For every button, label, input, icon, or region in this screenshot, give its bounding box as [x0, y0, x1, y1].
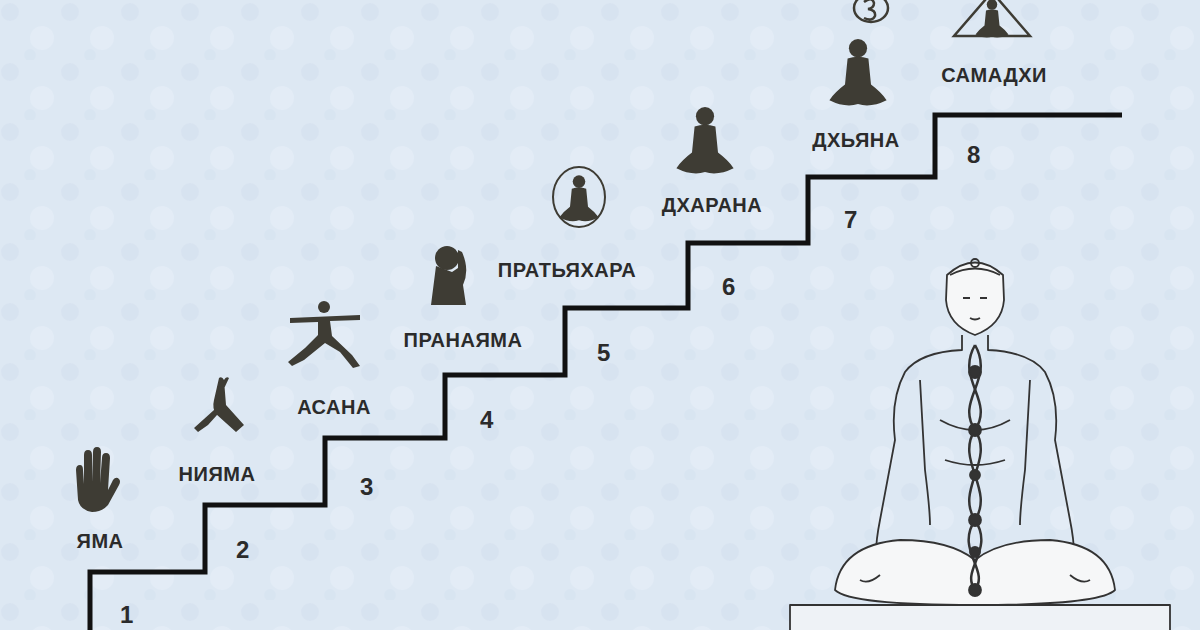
- meditator-triangle-icon: [954, 0, 1030, 38]
- om-symbol: [854, 0, 888, 22]
- meditator-icon: [676, 107, 733, 173]
- step-name: ПРАТЬЯХАРА: [498, 259, 636, 282]
- step-number: 3: [360, 473, 374, 501]
- step-number: 6: [722, 273, 736, 301]
- step-name: ЯМА: [77, 530, 124, 553]
- warrior-icon: [288, 301, 360, 368]
- step-name: АСАНА: [297, 396, 371, 419]
- staircase-line: [90, 115, 1122, 630]
- step-number: 8: [967, 141, 981, 169]
- hand-icon: [76, 447, 120, 512]
- step-number: 2: [236, 536, 250, 564]
- step-icons: [76, 0, 1030, 512]
- step-number: 1: [120, 601, 134, 629]
- step-number: 4: [480, 406, 494, 434]
- step-name: ДХАРАНА: [662, 194, 762, 217]
- step-name: НИЯМА: [179, 463, 256, 486]
- step-name: ДХЬЯНА: [812, 129, 899, 152]
- thinking-icon: [431, 246, 466, 305]
- step-name: ПРАНАЯМА: [404, 329, 523, 352]
- praying-hands-icon: [194, 377, 244, 432]
- step-number: 7: [844, 206, 858, 234]
- meditator-circle-icon: [553, 167, 605, 227]
- step-number: 5: [597, 339, 611, 367]
- step-name: САМАДХИ: [941, 64, 1047, 87]
- meditator-icon: [829, 39, 886, 105]
- seated-figure: [790, 259, 1170, 630]
